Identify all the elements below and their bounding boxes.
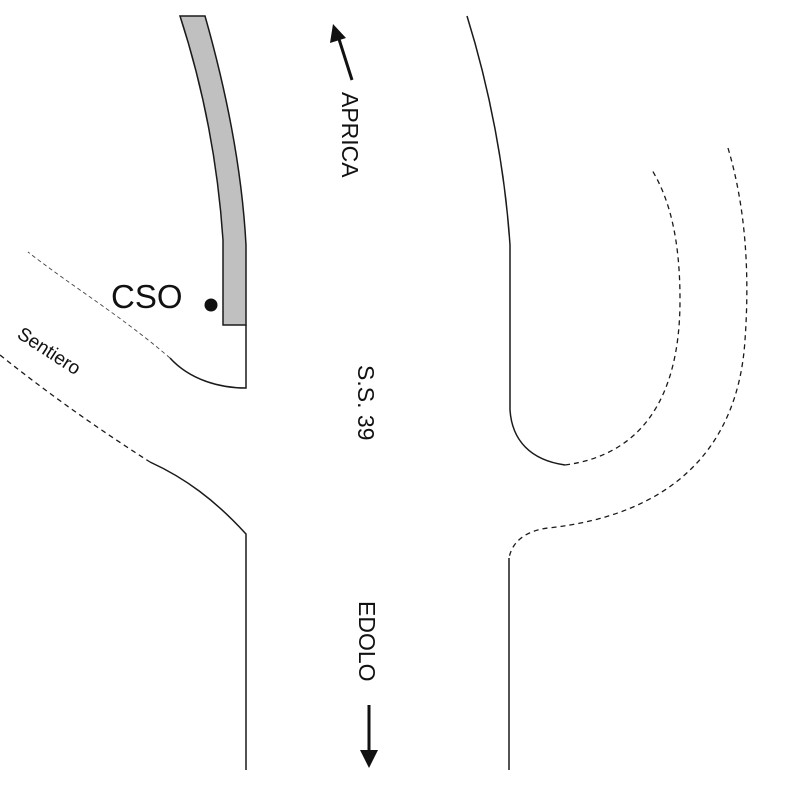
station-dot-icon [204, 298, 218, 312]
sentiero-path-dashed [0, 354, 151, 463]
trail-upper-dashed [27, 251, 171, 359]
retaining-wall [178, 15, 247, 326]
direction-north-label: APRICA [337, 92, 363, 178]
side-road-outer-edge [508, 147, 748, 559]
road-edge-left-upper [169, 325, 247, 389]
direction-south-label: EDOLO [354, 601, 380, 682]
side-road-inner-edge [564, 169, 681, 466]
road-name-label: S.S. 39 [353, 365, 379, 440]
path-label: Sentiero [13, 324, 84, 380]
arrow-up-left-icon [330, 24, 354, 81]
station-label: CSO [111, 278, 183, 315]
arrow-down-icon [360, 705, 378, 768]
road-edge-right-upper [466, 15, 566, 466]
road-edge-left-lower [149, 461, 247, 770]
